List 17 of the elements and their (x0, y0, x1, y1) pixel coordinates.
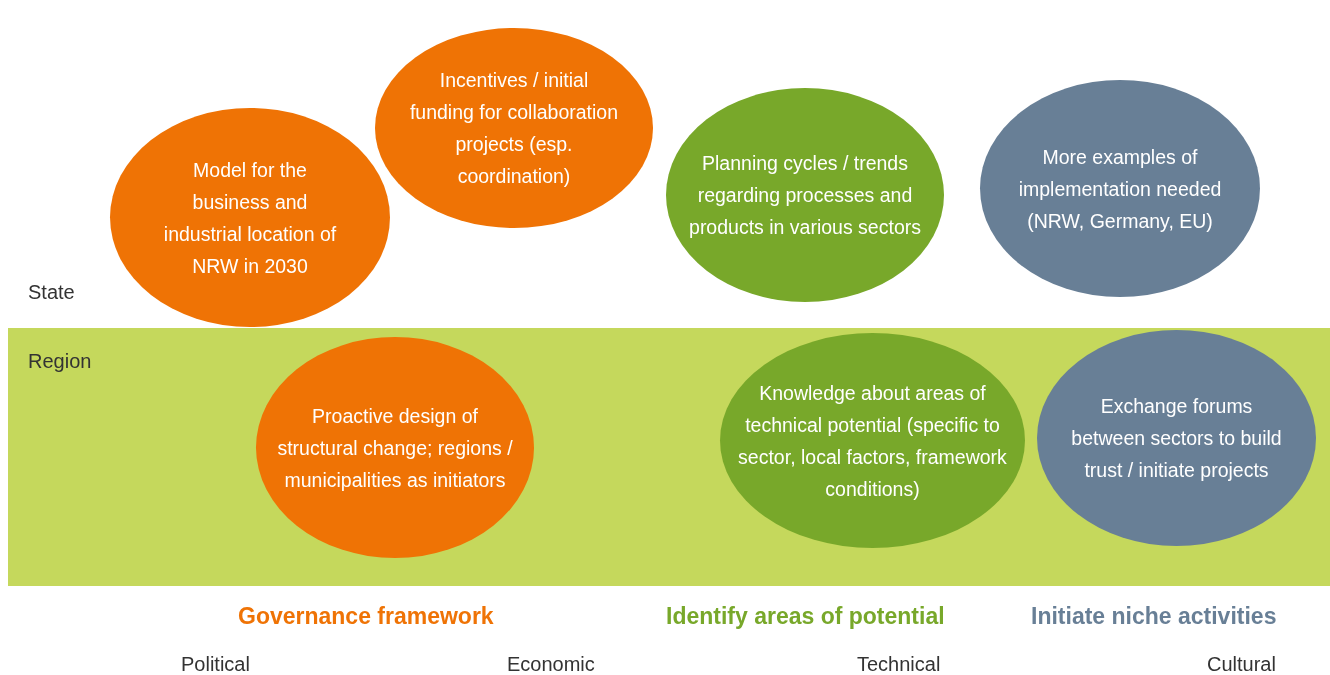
axis-label: Cultural (1207, 653, 1276, 675)
category-heading: Initiate niche activities (1031, 603, 1277, 630)
category-heading: Identify areas of potential (666, 603, 945, 630)
ellipse-text: Exchange forums between sectors to build trust / initiate projects (1070, 394, 1283, 483)
category-heading: Governance framework (238, 603, 494, 630)
axis-label: Economic (507, 653, 595, 675)
band-label: Region (28, 350, 92, 373)
ellipse-text: Proactive design of structural change; regions / municipalities as initiators (276, 403, 514, 493)
region-band (8, 328, 1330, 586)
ellipse-text: Incentives / initial funding for collaboration projects (esp. coordination) (408, 68, 620, 189)
axis-label: State (28, 281, 75, 304)
ellipse-text: Model for the business and industrial location of NRW in 2030 (162, 157, 338, 279)
ellipse-text: Knowledge about areas of technical potential (specific to sector, local factors, framework conditions) (737, 380, 1008, 502)
axis-label: Political (181, 653, 250, 675)
ellipse-text: More examples of implementation needed (NRW, Germany, EU) (1017, 144, 1223, 234)
ellipse-text: Planning cycles / trends regarding processes and products in various sectors (688, 151, 922, 240)
axis-label: Technical (857, 653, 941, 675)
